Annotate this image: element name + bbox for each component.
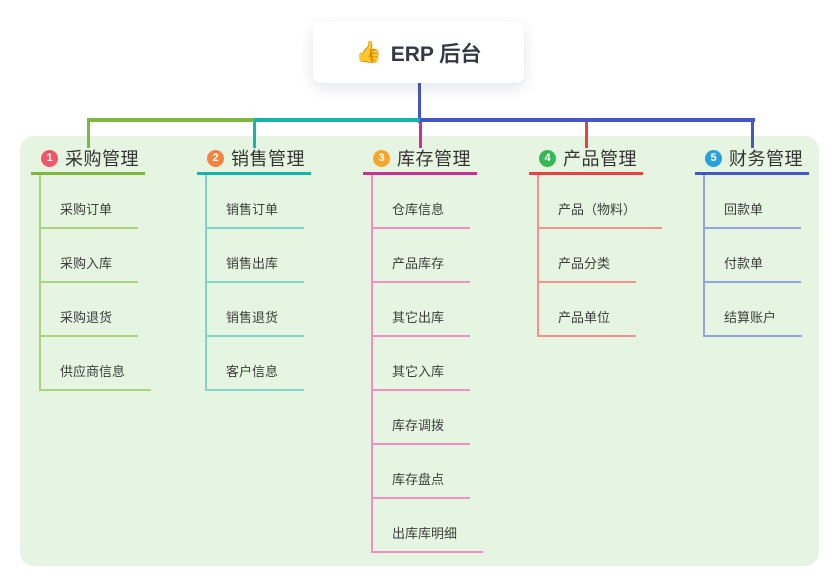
branch-label: 采购管理 xyxy=(65,149,139,169)
child-label: 结算账户 xyxy=(724,310,777,325)
child-label: 销售订单 xyxy=(226,202,279,217)
branch-number-badge: 3 xyxy=(373,149,390,167)
child-node[interactable]: 销售出库 xyxy=(207,229,305,283)
child-label: 采购退货 xyxy=(60,310,113,325)
child-label: 采购订单 xyxy=(60,202,113,217)
branch-children: 回款单付款单结算账户 xyxy=(703,175,803,337)
child-label: 客户信息 xyxy=(226,364,279,379)
branch-connector-line xyxy=(750,118,754,148)
child-label: 付款单 xyxy=(724,256,764,271)
thumbs-up-icon: 👍 xyxy=(355,40,382,64)
bus-connector-line xyxy=(254,118,420,122)
child-label: 产品库存 xyxy=(392,256,445,271)
child-node[interactable]: 采购入库 xyxy=(41,229,139,283)
bus-connector-line xyxy=(86,118,256,122)
child-label: 回款单 xyxy=(724,202,764,217)
branch-children: 仓库信息产品库存其它出库其它入库库存调拨库存盘点出库库明细 xyxy=(371,175,484,553)
child-label: 采购入库 xyxy=(60,256,113,271)
branch-node[interactable]: 1 采购管理 xyxy=(31,148,145,175)
child-node[interactable]: 付款单 xyxy=(705,229,801,283)
branch-children: 销售订单销售出库销售退货客户信息 xyxy=(205,175,305,391)
branch-label: 产品管理 xyxy=(563,149,637,169)
child-node[interactable]: 供应商信息 xyxy=(41,337,152,391)
canvas-panel xyxy=(20,136,819,566)
child-label: 产品（物料） xyxy=(558,202,637,217)
root-connector-line xyxy=(417,83,421,123)
child-node[interactable]: 采购退货 xyxy=(41,283,139,337)
child-node[interactable]: 结算账户 xyxy=(705,283,803,337)
branch-connector-line xyxy=(252,118,256,148)
root-node[interactable]: 👍 ERP 后台 xyxy=(313,22,524,83)
child-label: 其它出库 xyxy=(392,310,445,325)
branch-column: 3 库存管理 仓库信息产品库存其它出库其它入库库存调拨库存盘点出库库明细 xyxy=(363,148,484,553)
branch-node[interactable]: 4 产品管理 xyxy=(529,148,643,175)
branch-node[interactable]: 2 销售管理 xyxy=(197,148,311,175)
branch-column: 1 采购管理 采购订单采购入库采购退货供应商信息 xyxy=(31,148,152,391)
branch-number-badge: 2 xyxy=(207,149,224,167)
branch-column: 5 财务管理 回款单付款单结算账户 xyxy=(695,148,809,337)
branch-node[interactable]: 3 库存管理 xyxy=(363,148,477,175)
branch-connector-line xyxy=(86,118,90,148)
branch-number-badge: 1 xyxy=(41,149,58,167)
child-node[interactable]: 回款单 xyxy=(705,175,801,229)
child-node[interactable]: 库存调拨 xyxy=(373,391,471,445)
branch-children: 产品（物料） 产品分类产品单位 xyxy=(537,175,663,337)
child-node[interactable]: 销售订单 xyxy=(207,175,305,229)
branch-node[interactable]: 5 财务管理 xyxy=(695,148,809,175)
child-node[interactable]: 客户信息 xyxy=(207,337,305,391)
branch-column: 2 销售管理 销售订单销售出库销售退货客户信息 xyxy=(197,148,311,391)
child-node[interactable]: 其它出库 xyxy=(373,283,471,337)
child-node[interactable]: 产品库存 xyxy=(373,229,471,283)
branch-label: 财务管理 xyxy=(729,149,803,169)
root-label: ERP 后台 xyxy=(390,42,482,66)
child-label: 其它入库 xyxy=(392,364,445,379)
child-label: 出库库明细 xyxy=(392,526,458,541)
child-node[interactable]: 其它入库 xyxy=(373,337,471,391)
child-label: 库存盘点 xyxy=(392,472,445,487)
branch-children: 采购订单采购入库采购退货供应商信息 xyxy=(39,175,152,391)
branch-connector-line xyxy=(418,118,422,148)
child-node[interactable]: 仓库信息 xyxy=(373,175,471,229)
child-label: 销售退货 xyxy=(226,310,279,325)
branch-label: 销售管理 xyxy=(231,149,305,169)
child-label: 销售出库 xyxy=(226,256,279,271)
bus-connector-line xyxy=(420,118,755,122)
child-label: 库存调拨 xyxy=(392,418,445,433)
branch-label: 库存管理 xyxy=(397,149,471,169)
branch-number-badge: 5 xyxy=(705,149,722,167)
branch-column: 4 产品管理 产品（物料） 产品分类产品单位 xyxy=(529,148,663,337)
child-node[interactable]: 销售退货 xyxy=(207,283,305,337)
child-label: 产品分类 xyxy=(558,256,611,271)
child-node[interactable]: 出库库明细 xyxy=(373,499,484,553)
branch-connector-line xyxy=(584,118,588,148)
child-label: 仓库信息 xyxy=(392,202,445,217)
child-label: 产品单位 xyxy=(558,310,611,325)
child-node[interactable]: 采购订单 xyxy=(41,175,139,229)
child-node[interactable]: 产品单位 xyxy=(539,283,637,337)
child-node[interactable]: 产品分类 xyxy=(539,229,637,283)
branch-number-badge: 4 xyxy=(539,149,556,167)
child-label: 供应商信息 xyxy=(60,364,126,379)
child-node[interactable]: 产品（物料） xyxy=(539,175,663,229)
child-node[interactable]: 库存盘点 xyxy=(373,445,471,499)
